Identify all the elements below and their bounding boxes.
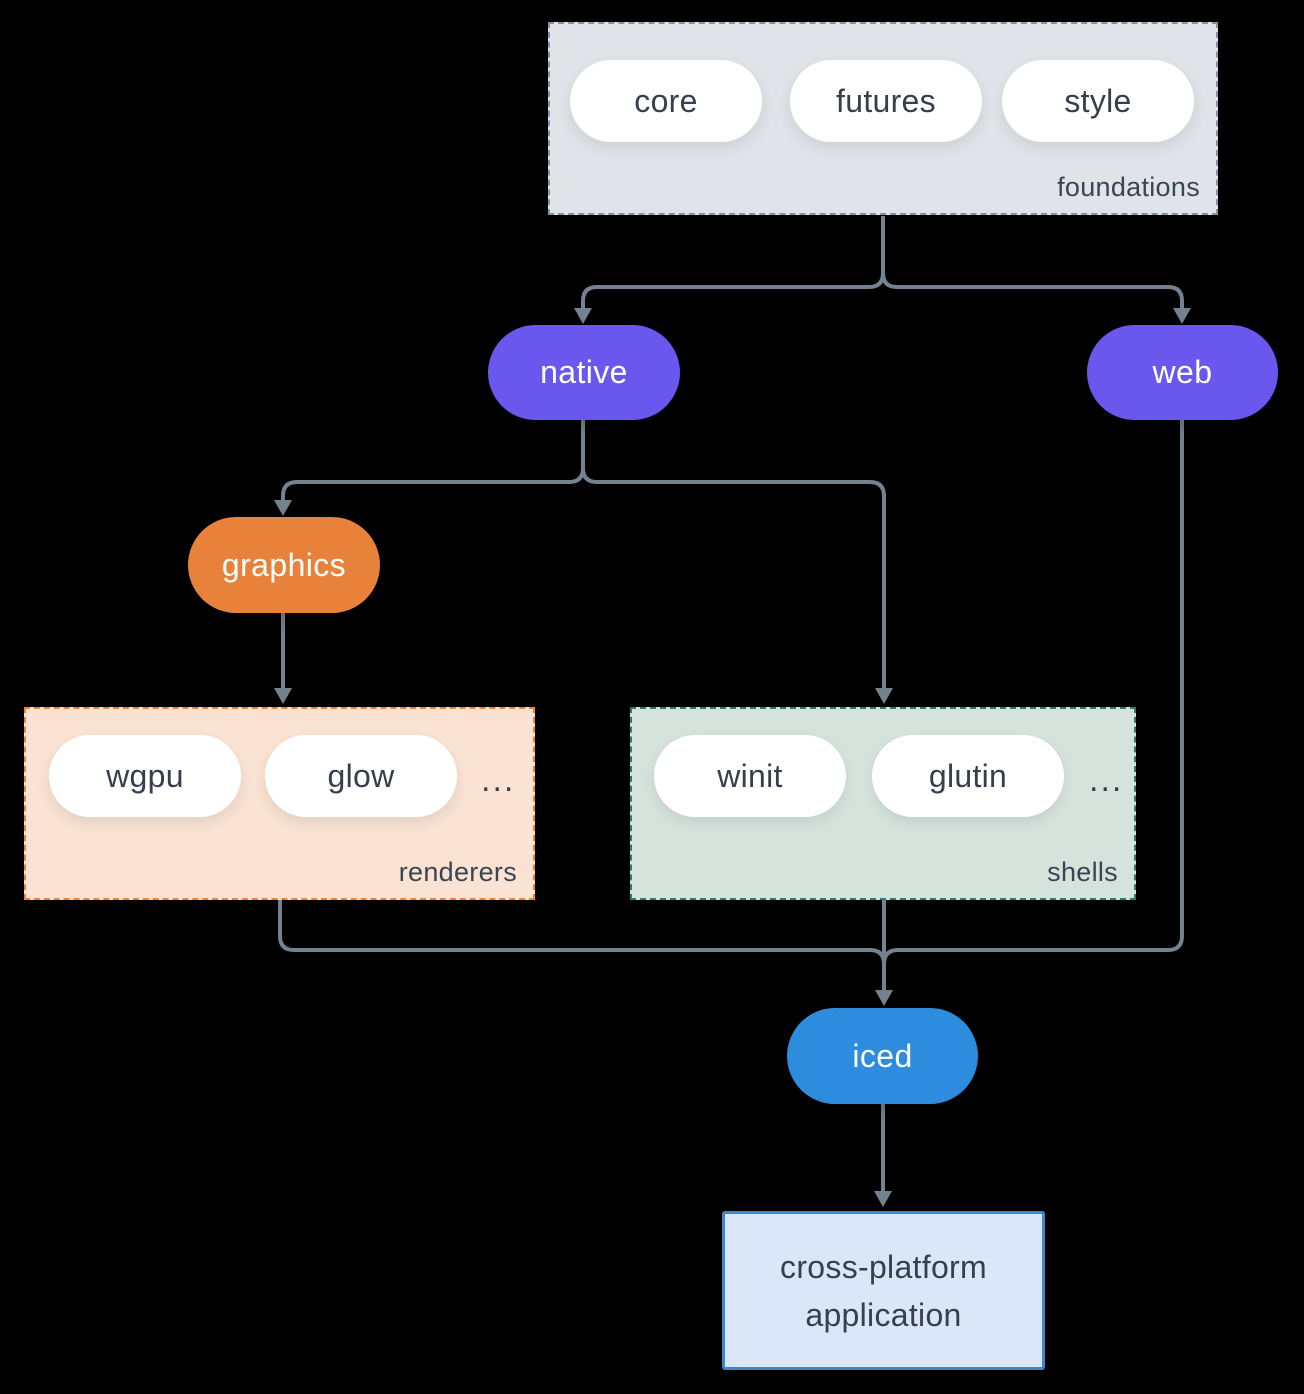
node-core-label: core bbox=[634, 82, 698, 119]
arrowhead-web bbox=[1173, 308, 1191, 324]
group-foundations: core futures style foundations bbox=[548, 22, 1218, 215]
node-wgpu-label: wgpu bbox=[106, 757, 184, 794]
arrowhead-shells bbox=[875, 688, 893, 704]
node-cross-platform-application: cross-platform application bbox=[722, 1211, 1045, 1370]
node-glow: glow bbox=[265, 735, 457, 817]
group-renderers: wgpu glow ... renderers bbox=[24, 707, 535, 900]
arrowhead-iced bbox=[875, 990, 893, 1006]
node-futures: futures bbox=[790, 60, 982, 142]
arrowhead-native bbox=[574, 308, 592, 324]
node-iced: iced bbox=[787, 1008, 978, 1104]
application-label-line2: application bbox=[805, 1296, 962, 1333]
node-winit: winit bbox=[654, 735, 846, 817]
application-label-line1: cross-platform bbox=[780, 1248, 987, 1285]
node-glow-label: glow bbox=[327, 757, 395, 794]
node-iced-label: iced bbox=[852, 1037, 913, 1074]
edge-native-shells bbox=[581, 420, 886, 688]
renderers-ellipsis: ... bbox=[481, 761, 516, 799]
arrowhead-renderers bbox=[274, 688, 292, 704]
shells-ellipsis: ... bbox=[1089, 761, 1124, 799]
group-shells: winit glutin ... shells bbox=[630, 707, 1136, 900]
edge-foundations-native bbox=[581, 216, 885, 308]
group-shells-label: shells bbox=[1047, 857, 1118, 887]
node-futures-label: futures bbox=[836, 82, 936, 119]
edge-native-graphics bbox=[281, 420, 585, 500]
node-graphics-label: graphics bbox=[221, 546, 347, 583]
node-core: core bbox=[570, 60, 762, 142]
node-style-label: style bbox=[1064, 82, 1132, 119]
arrowhead-application bbox=[874, 1191, 892, 1207]
node-web-label: web bbox=[1152, 354, 1213, 390]
edge-web-iced bbox=[882, 420, 1184, 990]
node-glutin: glutin bbox=[872, 735, 1064, 817]
node-native: native bbox=[488, 325, 680, 420]
group-foundations-label: foundations bbox=[1057, 172, 1200, 202]
node-web: web bbox=[1087, 325, 1278, 420]
edge-foundations-web bbox=[881, 216, 1184, 308]
node-glutin-label: glutin bbox=[928, 757, 1008, 794]
node-wgpu: wgpu bbox=[49, 735, 241, 817]
node-native-label: native bbox=[540, 354, 628, 390]
edge-renderers-iced bbox=[278, 900, 886, 990]
arrowhead-graphics bbox=[274, 500, 292, 516]
group-renderers-label: renderers bbox=[398, 857, 517, 887]
node-winit-label: winit bbox=[717, 757, 783, 794]
node-graphics: graphics bbox=[188, 517, 380, 613]
node-style: style bbox=[1002, 60, 1194, 142]
